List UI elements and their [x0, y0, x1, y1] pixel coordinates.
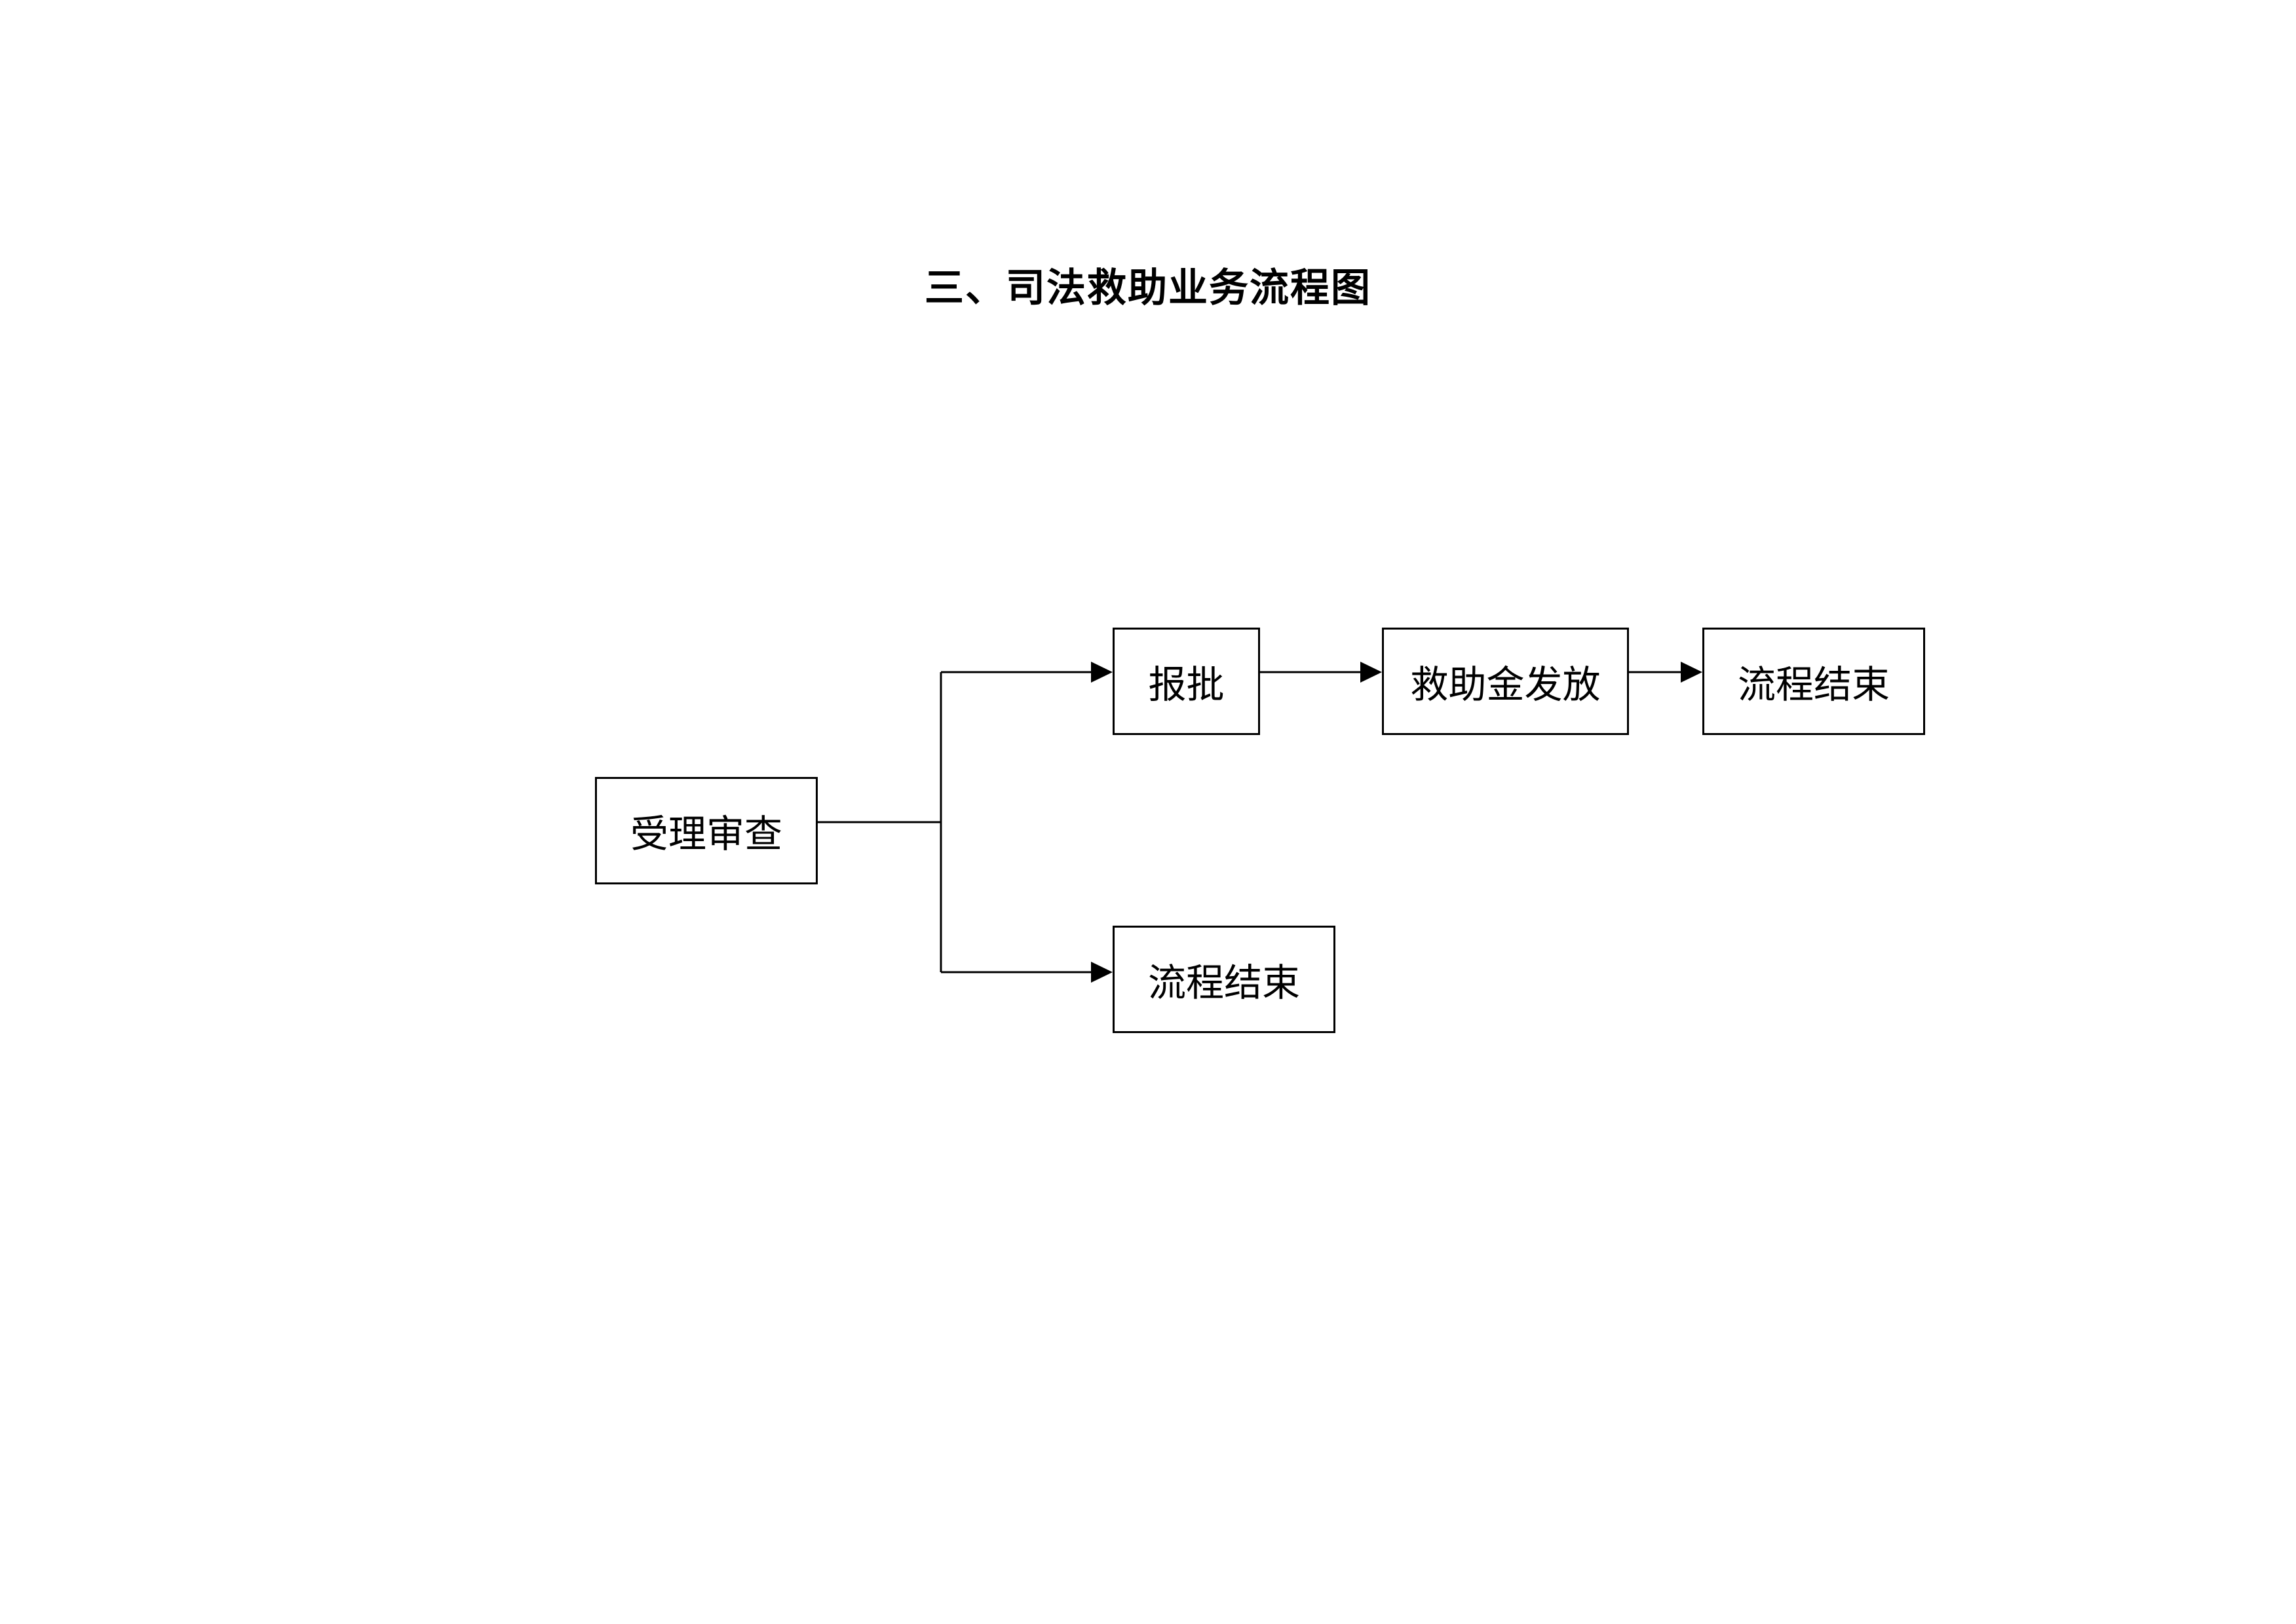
page-title: 三、司法救助业务流程图 [925, 265, 1371, 311]
node-aid-disburse-label: 救助金发放 [1410, 662, 1601, 707]
arrow-to-report-approve [1091, 662, 1113, 683]
arrow-to-end-top [1681, 662, 1702, 683]
node-end-bottom-label: 流程结束 [1147, 960, 1300, 1005]
node-end-top-label: 流程结束 [1737, 662, 1890, 707]
node-accept-review-label: 受理审查 [630, 812, 782, 856]
arrow-to-aid-disburse [1360, 662, 1382, 683]
arrow-to-end-bottom [1091, 962, 1113, 983]
node-accept-review: 受理审查 [595, 777, 818, 884]
node-aid-disburse: 救助金发放 [1382, 628, 1629, 735]
node-end-bottom: 流程结束 [1113, 926, 1335, 1033]
node-report-approve-label: 报批 [1148, 662, 1225, 707]
node-end-top: 流程结束 [1702, 628, 1925, 735]
node-report-approve: 报批 [1113, 628, 1260, 735]
